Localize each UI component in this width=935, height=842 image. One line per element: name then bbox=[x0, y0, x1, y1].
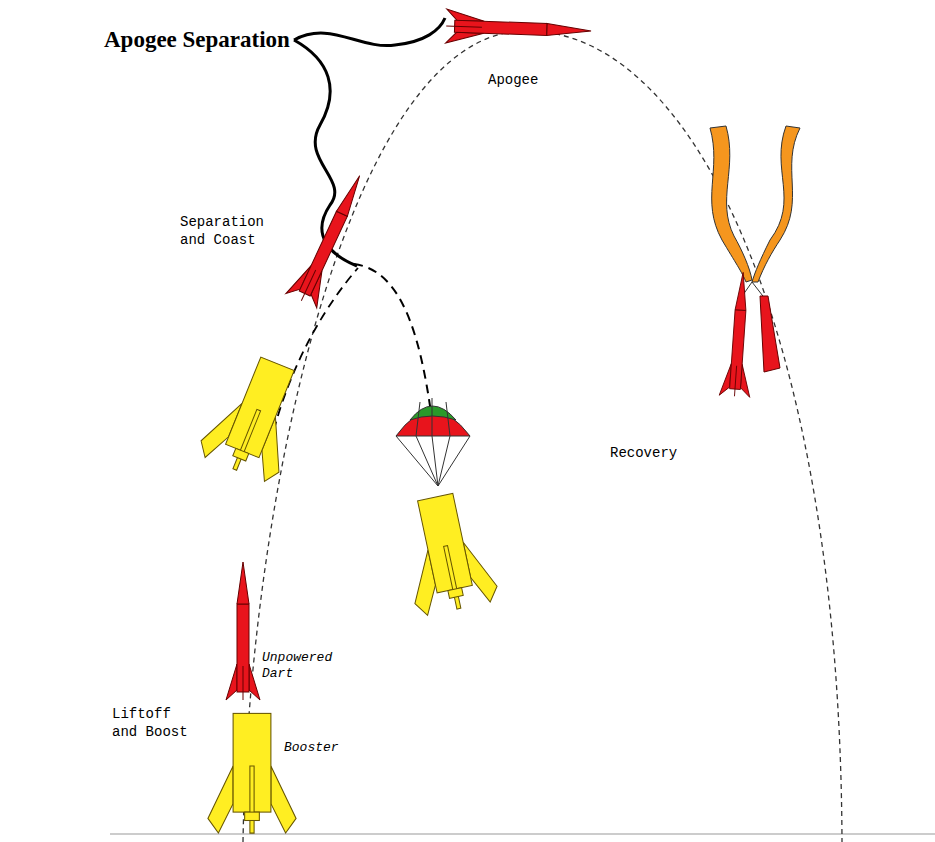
booster-trajectory bbox=[354, 264, 432, 420]
dart-recovery bbox=[719, 271, 758, 397]
separation-bracket bbox=[294, 18, 445, 266]
booster-recovery bbox=[394, 488, 500, 617]
stage-label: Recovery bbox=[610, 445, 677, 463]
callout-title: Apogee Separation bbox=[104, 26, 290, 55]
dart-liftoff bbox=[226, 562, 260, 700]
part-label: Unpowered Dart bbox=[262, 650, 342, 683]
stage-label: Liftoff and Boost bbox=[112, 706, 204, 741]
parachute bbox=[396, 398, 470, 486]
booster-separating bbox=[196, 348, 317, 485]
stage-label: Separation and Coast bbox=[180, 214, 280, 249]
ground-line bbox=[110, 834, 935, 835]
booster-liftoff bbox=[208, 713, 296, 833]
part-label: Booster bbox=[284, 740, 339, 756]
dart-recovery-nose bbox=[760, 296, 780, 372]
streamers bbox=[710, 126, 800, 302]
dart-coasting bbox=[286, 168, 375, 307]
dart-trajectory bbox=[243, 31, 842, 842]
apogee-label: Apogee bbox=[488, 72, 538, 90]
dart-apogee bbox=[446, 9, 592, 48]
